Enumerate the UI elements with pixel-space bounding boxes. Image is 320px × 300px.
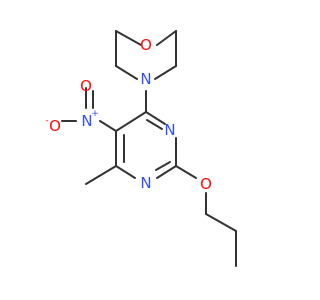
atom-nitro-oxygen-double: O [80,77,92,95]
bond-c2-n1 [156,165,177,179]
bond-c5-nitro-n [99,120,117,132]
atom-ring-nitrogen-lower: N [140,174,151,192]
bond-morph-o-ch2-left [115,30,142,46]
atom-nitro-oxygen-single: O [49,117,61,135]
bond-c2-n1-double [155,161,171,171]
bond-morph-n-ch2-right [154,65,177,80]
bond-morph-ch2-n-left [115,65,138,80]
molecule-diagram: O N N N N + O O - O [45,30,237,267]
bond-c2-ether-o [175,165,197,179]
bond-ch2-ch2 [205,213,237,232]
bond-morph-ch2-o-right [156,30,177,46]
atom-morpholine-oxygen: O [140,36,152,54]
bond-c4-n3-double [146,119,163,130]
atom-nitro-nitrogen: N [81,112,92,130]
structure-svg: O N N N N + O O - O [45,30,237,267]
atom-ring-nitrogen-upper: N [164,121,175,139]
atom-ether-oxygen: O [200,175,212,193]
atom-morpholine-nitrogen: N [140,70,151,88]
bond-c5-c4 [115,111,147,132]
charge-nitro-oxygen: - [45,116,48,126]
bond-c6-methyl [85,165,117,185]
charge-nitro-nitrogen: + [91,109,99,119]
bond-n1-c6 [115,165,136,179]
bond-c4-n3 [145,111,166,125]
